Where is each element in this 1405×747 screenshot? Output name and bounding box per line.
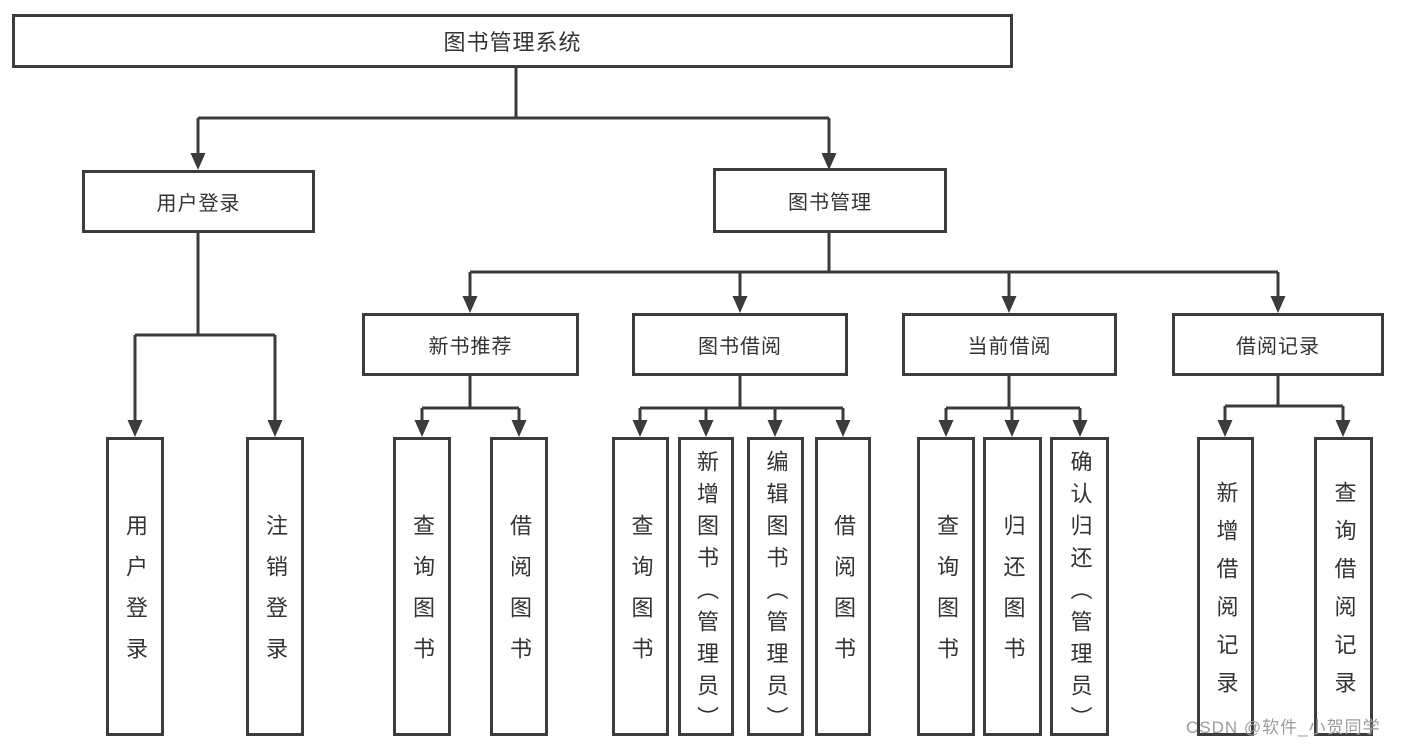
node-book-management-label: 图书管理: [788, 192, 872, 214]
leaf-user-login: 用户登录: [106, 437, 164, 736]
leaf-br-add-record: 新增借阅记录: [1197, 437, 1254, 736]
node-borrowing-records-label: 借阅记录: [1236, 336, 1320, 358]
node-root-label: 图书管理系统: [443, 30, 582, 55]
leaf-br-query-record-label: 查询借阅记录: [1331, 480, 1357, 709]
node-book-management: 图书管理: [713, 168, 947, 233]
node-current-borrowing: 当前借阅: [902, 313, 1117, 376]
node-current-borrowing-label: 当前借阅: [967, 336, 1052, 358]
leaf-cb-query-books: 查询图书: [917, 437, 975, 736]
node-root: 图书管理系统: [12, 14, 1013, 68]
node-user-login: 用户登录: [82, 170, 315, 233]
arrowheads: [127, 153, 1351, 437]
leaf-bb-add-books-admin-label: 新增图书（管理员）: [694, 450, 719, 738]
watermark: CSDN @软件_小贺同学: [1186, 718, 1381, 737]
node-book-borrowing: 图书借阅: [632, 313, 848, 376]
leaf-br-add-record-label: 新增借阅记录: [1213, 480, 1239, 709]
leaf-nb-borrow-books-label: 借阅图书: [507, 514, 532, 678]
leaf-bb-edit-books-admin-label: 编辑图书（管理员）: [763, 450, 789, 738]
leaf-user-login-label: 用户登录: [123, 514, 148, 678]
leaf-cb-confirm-return-admin: 确认归还（管理员）: [1050, 437, 1109, 738]
leaf-bb-add-books-admin: 新增图书（管理员）: [678, 437, 734, 738]
node-book-borrowing-label: 图书借阅: [698, 336, 782, 358]
leaf-bb-query-books: 查询图书: [612, 437, 669, 736]
leaf-bb-borrow-books-label: 借阅图书: [831, 514, 856, 678]
leaf-bb-borrow-books: 借阅图书: [815, 437, 871, 736]
leaf-cb-confirm-return-admin-label: 确认归还（管理员）: [1067, 450, 1093, 738]
leaf-logout-label: 注销登录: [263, 514, 288, 678]
node-user-login-label: 用户登录: [156, 193, 241, 215]
leaf-logout: 注销登录: [246, 437, 304, 736]
leaf-cb-return-books: 归还图书: [983, 437, 1042, 736]
leaf-br-query-record: 查询借阅记录: [1314, 437, 1373, 736]
leaf-cb-query-books-label: 查询图书: [934, 514, 959, 678]
node-new-book-recommend-label: 新书推荐: [428, 336, 513, 358]
leaf-cb-return-books-label: 归还图书: [1000, 514, 1026, 678]
leaf-bb-query-books-label: 查询图书: [628, 514, 654, 678]
leaf-nb-borrow-books: 借阅图书: [490, 437, 548, 736]
leaf-bb-edit-books-admin: 编辑图书（管理员）: [747, 437, 804, 738]
node-borrowing-records: 借阅记录: [1172, 313, 1384, 376]
leaf-nb-query-books: 查询图书: [393, 437, 451, 736]
leaf-nb-query-books-label: 查询图书: [410, 514, 435, 678]
node-new-book-recommend: 新书推荐: [362, 313, 579, 376]
